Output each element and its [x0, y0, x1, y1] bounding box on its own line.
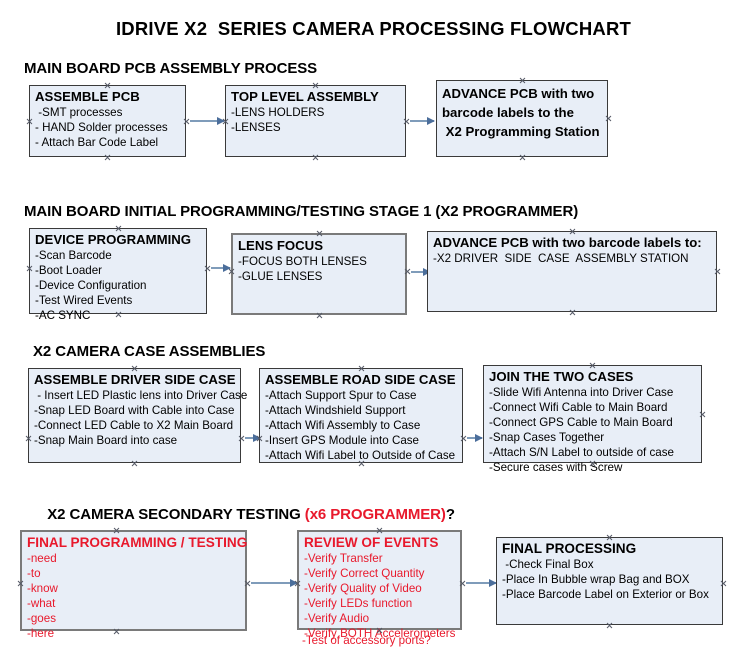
- arrow-assemble-to-top-level: [190, 116, 225, 125]
- node-line: -Snap LED Board with Cable into Case: [34, 403, 235, 417]
- node-title-line: X2 Programming Station: [442, 124, 600, 139]
- node-title: JOIN THE TWO CASES: [489, 369, 634, 384]
- node-body: REVIEW OF EVENTS -Verify Transfer -Verif…: [299, 532, 460, 641]
- node-title: LENS FOCUS: [238, 238, 323, 253]
- node-line: -Verify LEDs function: [304, 596, 413, 610]
- arrow-final-programming-to-review: [251, 578, 298, 587]
- node-line: -Verify Audio: [304, 611, 370, 625]
- node-line: -GLUE LENSES: [238, 269, 323, 283]
- node-line: -Boot Loader: [35, 263, 103, 277]
- node-line: -Snap Cases Together: [489, 430, 605, 444]
- node-line: -Test Wired Events: [35, 293, 133, 307]
- node-title: ADVANCE PCB with two: [442, 86, 595, 101]
- node-join-the-two-cases[interactable]: JOIN THE TWO CASES -Slide Wifi Antenna i…: [483, 365, 702, 474]
- node-line: -AC SYNC: [35, 308, 91, 322]
- heading-text-main: X2 CAMERA SECONDARY TESTING: [47, 506, 305, 523]
- section-heading-secondary-testing: X2 CAMERA SECONDARY TESTING (x6 PROGRAMM…: [31, 489, 455, 540]
- arrow-driver-case-to-road-case: [245, 433, 261, 442]
- node-overflow-line: -Test of accessory ports?: [302, 634, 431, 647]
- section-heading-case-assemblies: X2 CAMERA CASE ASSEMBLIES: [33, 343, 266, 360]
- arrow-top-level-to-advance: [410, 116, 435, 125]
- node-line: -Place In Bubble wrap Bag and BOX: [502, 572, 690, 586]
- node-line: - Insert LED Plastic lens into Driver Ca…: [34, 388, 248, 402]
- node-line: -what: [27, 596, 56, 610]
- node-line: -Scan Barcode: [35, 248, 112, 262]
- node-line: -Slide Wifi Antenna into Driver Case: [489, 385, 674, 399]
- node-device-programming[interactable]: DEVICE PROGRAMMING -Scan Barcode -Boot L…: [29, 228, 207, 322]
- node-advance-pcb-programming-station[interactable]: ADVANCE PCB with two barcode labels to t…: [436, 80, 608, 157]
- node-line: -Verify Correct Quantity: [304, 566, 425, 580]
- node-line: -SMT processes: [35, 105, 123, 119]
- node-line: -LENS HOLDERS: [231, 105, 325, 119]
- node-assemble-pcb[interactable]: ASSEMBLE PCB -SMT processes - HAND Solde…: [29, 85, 186, 157]
- node-assemble-driver-side-case[interactable]: ASSEMBLE DRIVER SIDE CASE - Insert LED P…: [28, 368, 248, 463]
- node-line: -Attach S/N Label to outside of case: [489, 445, 674, 459]
- node-line: -X2 DRIVER SIDE CASE ASSEMBLY STATION: [433, 251, 689, 265]
- node-line: -Attach Wifi Assembly to Case: [265, 418, 421, 432]
- node-title: ASSEMBLE ROAD SIDE CASE: [265, 372, 456, 387]
- node-line: - HAND Solder processes: [35, 120, 168, 134]
- arrow-road-case-to-join-cases: [467, 433, 483, 442]
- node-line: -know: [27, 581, 58, 595]
- node-title: ADVANCE PCB with two barcode labels to:: [433, 235, 702, 250]
- node-body: DEVICE PROGRAMMING -Scan Barcode -Boot L…: [30, 229, 206, 323]
- node-body: LENS FOCUS -FOCUS BOTH LENSES -GLUE LENS…: [233, 235, 405, 284]
- node-body: ADVANCE PCB with two barcode labels to: …: [428, 232, 716, 266]
- node-title: FINAL PROGRAMMING / TESTING: [27, 535, 248, 550]
- node-review-of-events[interactable]: REVIEW OF EVENTS -Verify Transfer -Verif…: [297, 530, 462, 647]
- node-line: -Verify Transfer: [304, 551, 383, 565]
- arrow-review-to-final-processing: [466, 578, 497, 587]
- heading-text-tail: ?: [445, 506, 455, 523]
- node-line: -Verify Quality of Video: [304, 581, 422, 595]
- node-line: -Attach Wifi Label to Outside of Case: [265, 448, 456, 462]
- node-body: ADVANCE PCB with two barcode labels to t…: [437, 81, 607, 141]
- node-title: REVIEW OF EVENTS: [304, 535, 439, 550]
- node-line: -FOCUS BOTH LENSES: [238, 254, 367, 268]
- node-body: ASSEMBLE ROAD SIDE CASE -Attach Support …: [260, 369, 462, 463]
- node-final-processing[interactable]: FINAL PROCESSING -Check Final Box -Place…: [496, 537, 723, 625]
- node-line: -to: [27, 566, 41, 580]
- node-line: -Snap Main Board into case: [34, 433, 178, 447]
- node-line: -Attach Windshield Support: [265, 403, 406, 417]
- node-line: -Connect LED Cable to X2 Main Board: [34, 418, 234, 432]
- node-advance-pcb-driver-side-station[interactable]: ADVANCE PCB with two barcode labels to: …: [427, 231, 717, 312]
- node-body: TOP LEVEL ASSEMBLY -LENS HOLDERS -LENSES: [226, 86, 405, 135]
- node-assemble-road-side-case[interactable]: ASSEMBLE ROAD SIDE CASE -Attach Support …: [259, 368, 463, 463]
- heading-text-accent: (x6 PROGRAMMER): [304, 506, 446, 523]
- section-heading-initial-programming: MAIN BOARD INITIAL PROGRAMMING/TESTING S…: [24, 203, 579, 220]
- node-final-programming-testing[interactable]: FINAL PROGRAMMING / TESTING -need -to -k…: [20, 530, 247, 640]
- node-title-line: barcode labels to the: [442, 105, 574, 120]
- node-line: -Place Barcode Label on Exterior or Box: [502, 587, 709, 601]
- node-title: FINAL PROCESSING: [502, 541, 637, 556]
- node-line: -Verify BOTH Accelerometers: [304, 626, 456, 640]
- page-title: IDRIVE X2 SERIES CAMERA PROCESSING FLOWC…: [115, 18, 632, 39]
- node-lens-focus[interactable]: LENS FOCUS -FOCUS BOTH LENSES -GLUE LENS…: [231, 233, 407, 315]
- node-body: FINAL PROCESSING -Check Final Box -Place…: [497, 538, 722, 602]
- node-line: -Check Final Box: [502, 557, 594, 571]
- node-line: -here: [27, 626, 55, 640]
- node-line: -LENSES: [231, 120, 281, 134]
- node-title: TOP LEVEL ASSEMBLY: [231, 89, 379, 104]
- node-body: JOIN THE TWO CASES -Slide Wifi Antenna i…: [484, 366, 701, 475]
- node-line: -Connect Wifi Cable to Main Board: [489, 400, 668, 414]
- node-line: -Insert GPS Module into Case: [265, 433, 420, 447]
- node-body: ASSEMBLE PCB -SMT processes - HAND Solde…: [30, 86, 185, 150]
- node-title: ASSEMBLE DRIVER SIDE CASE: [34, 372, 236, 387]
- node-line: -goes: [27, 611, 57, 625]
- node-line: -need: [27, 551, 57, 565]
- node-title: DEVICE PROGRAMMING: [35, 232, 192, 247]
- node-title: ASSEMBLE PCB: [35, 89, 140, 104]
- node-line: -Device Configuration: [35, 278, 147, 292]
- node-body: FINAL PROGRAMMING / TESTING -need -to -k…: [22, 532, 248, 641]
- node-top-level-assembly[interactable]: TOP LEVEL ASSEMBLY -LENS HOLDERS -LENSES: [225, 85, 406, 157]
- node-line: - Attach Bar Code Label: [35, 135, 159, 149]
- node-line: -Attach Support Spur to Case: [265, 388, 417, 402]
- arrow-device-to-lens-focus: [211, 263, 231, 272]
- section-heading-pcb-assembly: MAIN BOARD PCB ASSEMBLY PROCESS: [24, 60, 318, 77]
- node-line: -Connect GPS Cable to Main Board: [489, 415, 673, 429]
- node-line: -Secure cases with Screw: [489, 460, 623, 474]
- node-body: ASSEMBLE DRIVER SIDE CASE - Insert LED P…: [29, 369, 248, 448]
